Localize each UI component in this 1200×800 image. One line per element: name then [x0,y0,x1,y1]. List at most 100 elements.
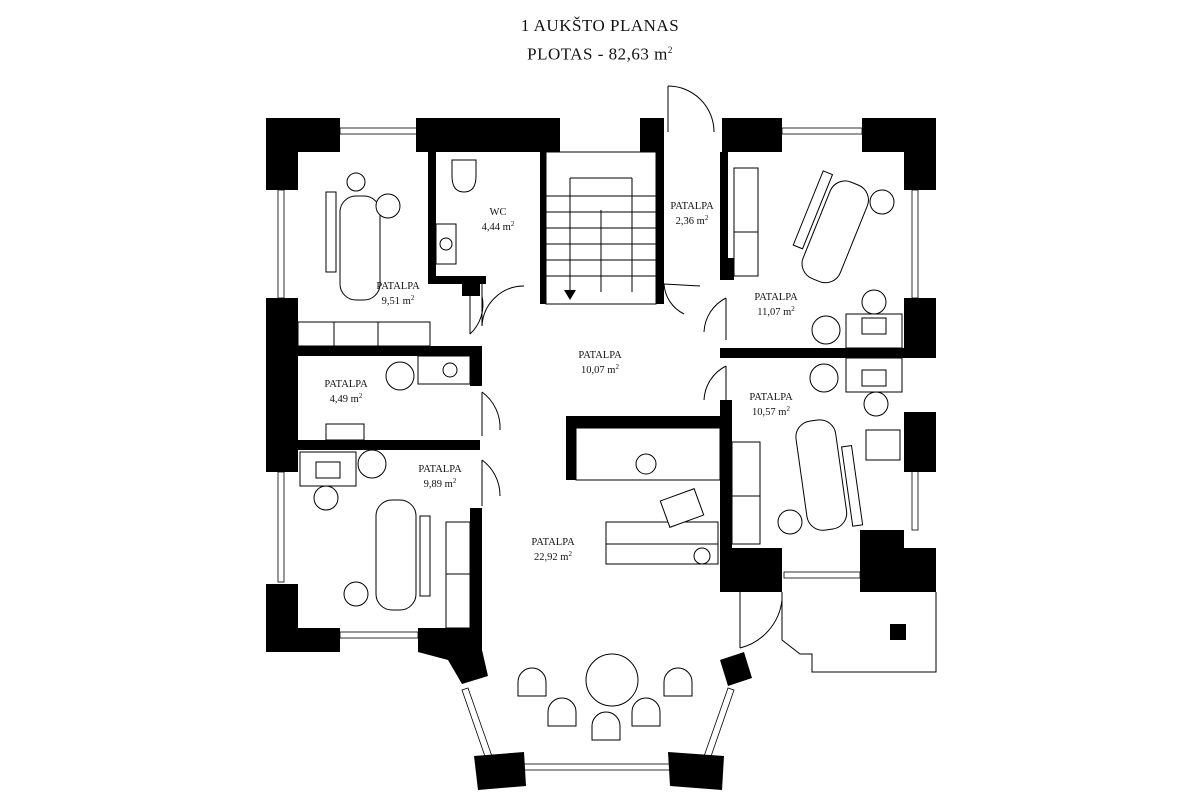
device-room-e [325,423,365,441]
dental-chair-room-c [792,170,869,284]
room-a-area-sup: 2 [411,294,415,302]
plant-icon-desk [693,547,711,565]
wall-right-col [720,152,728,280]
wall-bottom-right-block [720,548,782,592]
laptop-icon-f [861,369,887,387]
room-h-area-sup: 2 [568,550,572,558]
window-top-right [781,127,863,135]
wall-wc-bottom [428,276,486,284]
room-a-area-value: 9,51 m [382,296,411,307]
lounge-chair-4 [631,697,661,727]
wall-left-mid [266,298,298,472]
door-room-b-swing [663,283,701,315]
stool-room-g-1 [343,581,369,607]
window-bay-right [701,687,735,766]
wc-area-sup: 2 [511,220,515,228]
chair-room-f-desk [863,391,889,417]
lounge-chair-2 [547,697,577,727]
wall-counter-left [566,416,576,480]
wall-room-e-right [470,346,482,386]
cabinet-room-c [733,167,759,277]
window-bottom-left [339,631,419,639]
lounge-chair-5 [663,667,693,697]
armchair-room-e [385,361,415,391]
toilet-icon [451,159,477,193]
room-g-area-sup: 2 [453,477,457,485]
wc-sink-bowl [439,237,453,251]
wall-right-a [904,298,936,358]
door-room-g-swing [481,459,501,506]
lounge-chair-3 [591,711,621,741]
room-c-name: PATALPA [754,292,798,303]
reception-armchair [659,488,705,528]
desks [299,313,903,487]
wall-room-e-bottom [298,440,480,450]
cabinet-room-g [445,521,471,629]
room-e-area-sup: 2 [359,392,363,400]
wall-stair-right [656,152,664,304]
wall-bay-right-top [720,652,752,686]
room-h-name: PATALPA [531,537,575,548]
wall-right-b [904,412,936,472]
cabinet-room-a [297,321,431,347]
window-bottom-right [783,571,861,579]
plan-area-unit-sup: 2 [667,45,673,55]
room-e-area-value: 4,49 m [330,394,359,405]
wc-area: 4,44 m2 [482,220,515,233]
doors [469,283,727,506]
wc-sink-icon [435,223,457,265]
wall-bay-bottom-left [474,752,526,790]
room-f-area: 10,57 m2 [752,405,790,418]
room-a-name: PATALPA [376,281,420,292]
room-g-name: PATALPA [418,464,462,475]
wc-area-value: 4,44 m [482,222,511,233]
room-c-area-value: 11,07 m [757,307,791,318]
room-b-area-value: 2,36 m [676,216,705,227]
armchair-room-c [811,315,841,345]
exterior [667,85,937,673]
entry-door-swing [667,85,715,133]
wall-right-col-block [720,258,734,280]
wall-wc-corner [462,276,480,296]
terrace-door-swing [739,599,783,649]
dental-chair-c-arm [792,170,834,250]
room-e-name: PATALPA [324,379,368,390]
plant-icon-counter [635,453,657,475]
wall-corner-top-right [862,118,936,190]
coffee-table [585,653,639,707]
cabinet-box-f [865,429,901,461]
dental-chair-c-body [801,180,869,284]
door-room-e-swing [481,391,501,436]
dental-chair-g-body [375,499,417,611]
room-e-area: 4,49 m2 [330,392,363,405]
room-g-area-value: 9,89 m [424,479,453,490]
wall-corner-top-left [266,118,340,190]
dental-chair-g-arm [419,515,431,597]
lounge-chair-1 [517,667,547,697]
room-d-area: 10,07 m2 [581,363,619,376]
wall-corner-bottom-left [266,584,340,652]
room-a-area: 9,51 m2 [382,294,415,307]
plant-icon-room-e [442,362,458,378]
stairs [545,151,657,305]
room-f-area-sup: 2 [786,405,790,413]
laptop-icon-c [861,317,887,335]
stool-room-a-2 [346,172,366,192]
wall-stair-left [540,152,546,304]
dental-chair-room-a [325,172,401,301]
chair-room-c-desk [861,289,887,315]
door-room-a-swing [469,290,484,335]
laptop-icon-g [315,461,341,479]
room-d-name: PATALPA [578,350,622,361]
room-d-area-value: 10,07 m [581,365,615,376]
terrace-post [890,624,906,640]
walls [266,118,936,790]
wall-room-c-bottom [720,348,904,358]
room-g-area: 9,89 m2 [424,477,457,490]
window-bay-left [461,687,495,766]
windows [277,127,919,771]
wall-room-e-top [298,346,480,356]
dental-chairs [313,170,895,611]
wall-top-center [416,118,560,152]
wall-room-g-right [470,508,482,658]
